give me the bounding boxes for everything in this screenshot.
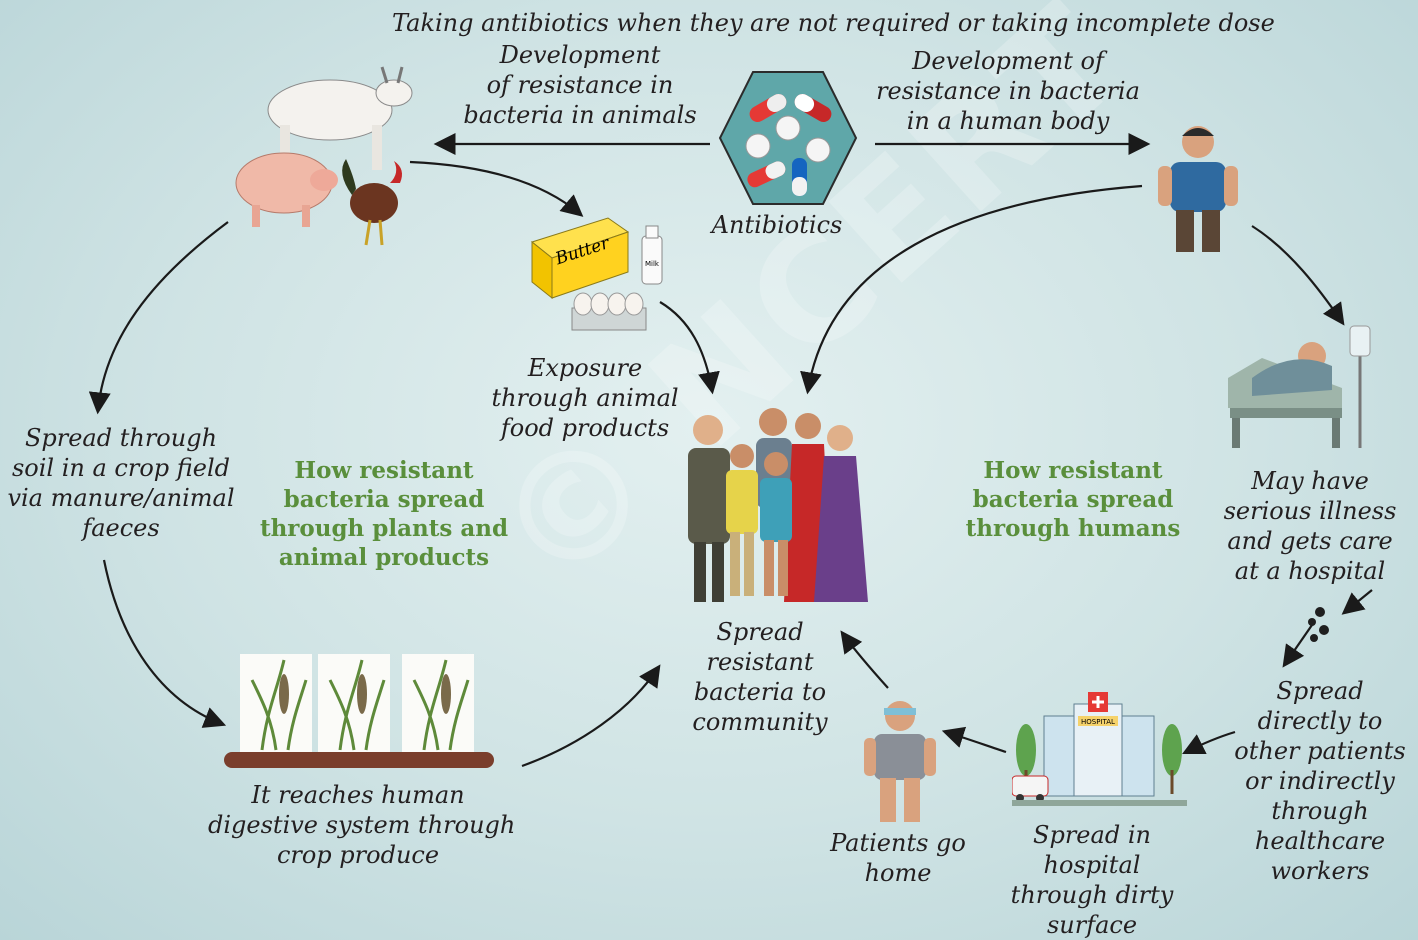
soil-spread-line: faeces <box>82 514 160 542</box>
hospital-surface-line: Spread in <box>1033 821 1151 849</box>
green-right-line: bacteria spread <box>972 486 1174 513</box>
direct-spread-line: or indirectly <box>1245 767 1395 795</box>
direct-spread-line: Spread <box>1276 677 1364 705</box>
arrow-animals-to-foods <box>409 160 584 217</box>
green-right-line: through humans <box>965 515 1181 542</box>
hospital-surface-label: Spread in hospital through dirty surface <box>1002 820 1182 940</box>
green-left-line: How resistant <box>294 457 474 484</box>
resistance-human-line: resistance in bacteria <box>876 77 1140 105</box>
exposure-line: food products <box>500 414 670 442</box>
green-heading-right: How resistant bacteria spread through hu… <box>962 456 1184 543</box>
exposure-label: Exposure through animal food products <box>480 353 690 443</box>
soil-spread-label: Spread through soil in a crop field via … <box>2 423 240 543</box>
exposure-line: Exposure <box>527 354 643 382</box>
bacteria-dots-icon <box>1308 607 1329 642</box>
crop-digestive-line: crop produce <box>276 841 440 869</box>
hospital-surface-line: hospital <box>1043 851 1141 879</box>
hospital-surface-line: through dirty <box>1010 881 1174 909</box>
arrow-directspread-to-hospital <box>1182 730 1236 754</box>
top-note-text: Taking antibiotics when they are not req… <box>392 9 1275 37</box>
resistance-animals-line: Development <box>499 41 661 69</box>
arrow-bacteria-in <box>1341 589 1373 615</box>
resistance-animals-line: bacteria in animals <box>463 101 697 129</box>
crop-digestive-line: It reaches human <box>251 781 465 809</box>
animal-food-products-icon: Butter Milk <box>530 217 663 331</box>
arrow-human-to-hospitalbed <box>1251 225 1345 326</box>
patients-home-line: home <box>864 859 932 887</box>
soil-spread-line: Spread through <box>24 424 218 452</box>
resistance-human-line: Development of <box>912 47 1104 75</box>
crop-digestive-label: It reaches human digestive system throug… <box>208 780 516 870</box>
hospital-sign: HOSPITAL <box>1081 718 1115 726</box>
resistance-animals-line: of resistance in <box>486 71 674 99</box>
antibiotics-hexagon-icon <box>718 71 858 205</box>
community-line: Spread <box>716 618 804 646</box>
green-left-line: bacteria spread <box>283 486 485 513</box>
crop-digestive-line: digestive system through <box>208 811 516 839</box>
family-community-icon <box>688 408 868 602</box>
hospital-building-icon: HOSPITAL <box>1012 692 1187 806</box>
direct-spread-line: directly to <box>1257 707 1383 735</box>
hospital-bed-patient-icon <box>1228 325 1371 448</box>
arrow-human-to-community <box>800 184 1143 395</box>
arrow-foods-to-community <box>659 301 720 395</box>
arrow-hospital-to-patient <box>941 726 1007 754</box>
antibiotics-label: Antibiotics <box>702 210 852 240</box>
green-left-line: animal products <box>278 544 490 571</box>
patients-home-label: Patients go home <box>822 828 974 888</box>
soil-spread-line: soil in a crop field <box>11 454 231 482</box>
illness-line: serious illness <box>1223 497 1397 525</box>
illness-line: May have <box>1251 467 1369 495</box>
illness-line: and gets care <box>1227 527 1393 555</box>
arrow-soil-to-crop <box>102 559 227 728</box>
top-note: Taking antibiotics when they are not req… <box>392 8 1275 38</box>
patients-home-line: Patients go <box>830 829 966 857</box>
resistance-human-label: Development of resistance in bacteria in… <box>872 46 1144 136</box>
community-label: Spread resistant bacteria to community <box>684 617 836 737</box>
direct-spread-line: other patients <box>1234 737 1406 765</box>
resistance-animals-label: Development of resistance in bacteria in… <box>450 40 710 130</box>
community-line: community <box>692 708 828 736</box>
green-heading-left: How resistant bacteria spread through pl… <box>250 456 518 572</box>
arrow-bacteria-down <box>1282 624 1313 668</box>
green-right-line: How resistant <box>983 457 1163 484</box>
soil-spread-line: via manure/animal <box>7 484 235 512</box>
farm-animals-icon <box>235 66 413 246</box>
community-line: bacteria to <box>693 678 827 706</box>
community-line: resistant <box>706 648 814 676</box>
resistance-human-line: in a human body <box>906 107 1110 135</box>
green-left-line: through plants and <box>259 515 509 542</box>
antibiotics-text: Antibiotics <box>711 211 843 239</box>
milk-label: Milk <box>645 260 660 268</box>
arrow-animals-to-soil <box>88 221 229 415</box>
arrow-crop-to-community <box>521 664 661 768</box>
direct-spread-label: Spread directly to other patients or ind… <box>1230 676 1410 886</box>
human-body-icon <box>1158 126 1238 252</box>
exposure-line: through animal <box>491 384 679 412</box>
patient-going-home-icon <box>864 701 936 822</box>
direct-spread-line: workers <box>1270 857 1370 885</box>
direct-spread-line: healthcare <box>1254 827 1386 855</box>
illness-line: at a hospital <box>1234 557 1386 585</box>
arrow-patient-to-community <box>840 630 889 689</box>
crop-field-icon <box>224 654 494 768</box>
hospital-surface-line: surface <box>1046 911 1138 939</box>
direct-spread-line: through <box>1271 797 1369 825</box>
illness-label: May have serious illness and gets care a… <box>1210 466 1410 586</box>
